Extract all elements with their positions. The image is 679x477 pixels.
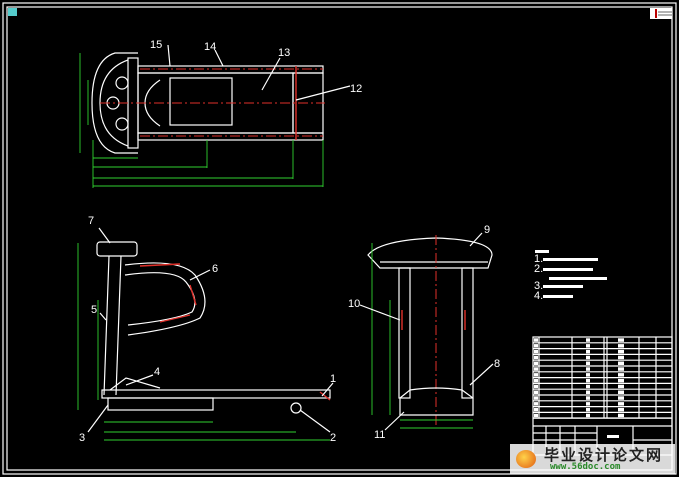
parts-list-cell-text [534,361,538,365]
parts-list-cell-text [618,373,624,377]
parts-list-cell-text [586,349,590,354]
callout-9: 9 [484,224,490,236]
tech-requirements: 1. 2. 3. 4. [534,250,607,302]
parts-list-cell-text [534,390,538,394]
callout-10: 10 [348,298,360,310]
parts-list-cell-text [586,338,590,342]
front-view [359,232,494,431]
parts-list-cell-text [586,361,590,365]
parts-list-cell-text [534,338,538,342]
parts-list-cell-text [618,407,624,412]
parts-list-cell-text [586,390,590,394]
parts-list-cell-text [618,344,624,348]
callout-6: 6 [212,263,218,275]
top-right-stamp [650,8,672,19]
parts-list-cell-text [618,338,624,342]
callout-13: 13 [278,47,290,59]
parts-list-cell-text [534,407,538,412]
parts-list-cell-text [586,373,590,377]
parts-list-cell-text [534,413,538,418]
callout-14: 14 [204,41,216,53]
watermark: 毕业设计论文网 www.56doc.com [510,444,675,474]
parts-list-cell-text [586,407,590,412]
callout-4: 4 [154,366,160,378]
parts-list-cell-text [534,349,538,354]
top-view [79,44,351,188]
parts-list-cell-text [618,402,624,406]
parts-list-cell-text [618,396,624,400]
parts-list-cell-text [586,367,590,371]
watermark-logo-icon [516,450,536,468]
parts-list-cell-text [534,396,538,400]
parts-list-cell-text [586,384,590,389]
parts-list-cell-text [534,344,538,348]
parts-list-cell-text [534,384,538,389]
parts-list-cell-text [534,373,538,377]
parts-list-cell-text [534,402,538,406]
parts-list-cell-text [618,390,624,394]
sheet-badge [8,8,17,16]
callout-2: 2 [330,432,336,444]
parts-list-cell-text [586,344,590,348]
callout-7: 7 [88,215,94,227]
parts-list-cell-text [618,367,624,371]
title-block [532,336,673,456]
parts-list-cell-text [586,402,590,406]
req-4: 4. [534,290,543,302]
parts-list-cell-text [618,349,624,354]
callout-11: 11 [374,429,385,441]
parts-list-cell-text [618,361,624,365]
part-callouts: 1 2 3 4 5 6 7 8 9 10 11 12 13 14 15 [79,39,500,444]
callout-15: 15 [150,39,162,51]
req-2: 2. [534,263,543,275]
callout-1: 1 [330,373,336,385]
parts-list-cell-text [534,355,538,360]
parts-list-cell-text [586,378,590,383]
parts-list-cell-text [586,396,590,400]
parts-list-cell-text [618,378,624,383]
callout-5: 5 [91,304,97,316]
parts-list-cell-text [618,384,624,389]
parts-list-cell-text [586,355,590,360]
watermark-url[interactable]: www.56doc.com [550,462,621,472]
callout-8: 8 [494,358,500,370]
parts-list-cell-text [534,378,538,383]
inner-border [6,6,673,471]
parts-list-cell-text [618,355,624,360]
req-1: 1. [534,253,543,265]
parts-list-cell-text [534,367,538,371]
side-view [77,227,334,441]
parts-list-cell-text [586,413,590,418]
watermark-title: 毕业设计论文网 [544,446,664,464]
req-3: 3. [534,280,543,292]
callout-3: 3 [79,432,85,444]
callout-12: 12 [350,83,362,95]
parts-list-cell-text [618,413,624,418]
